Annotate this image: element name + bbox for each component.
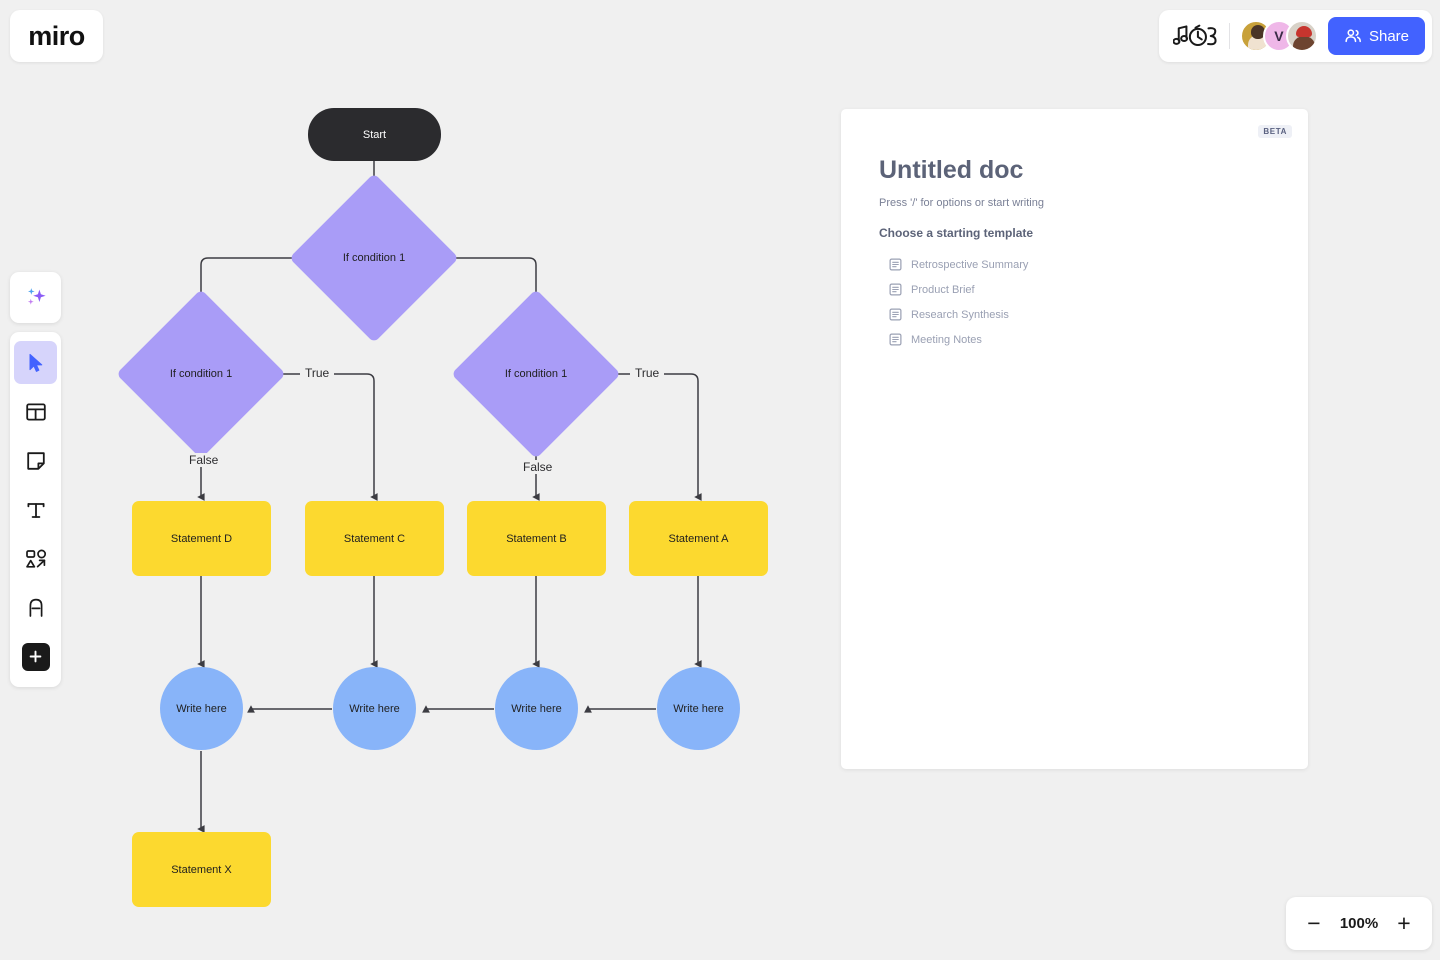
edge-label-right-true: True: [630, 366, 665, 380]
sparkle-icon: [27, 287, 46, 305]
node-circle-4-label: Write here: [673, 702, 724, 715]
node-start-label: Start: [362, 128, 387, 141]
edge-label-left-true: True: [300, 366, 335, 380]
node-circle-2[interactable]: Write here: [333, 667, 416, 750]
node-statement-a[interactable]: Statement A: [629, 501, 768, 576]
node-statement-b[interactable]: Statement B: [467, 501, 606, 576]
zoom-level-value: 100%: [1339, 915, 1379, 932]
pen-tool[interactable]: [14, 586, 57, 629]
template-label: Retrospective Summary: [911, 258, 1029, 271]
edge-label-right-false: False: [518, 460, 558, 474]
plus-icon: [29, 650, 42, 663]
zoom-control: − 100% +: [1286, 897, 1432, 950]
template-item-meeting-notes[interactable]: Meeting Notes: [879, 327, 1270, 352]
node-statement-b-label: Statement B: [506, 532, 567, 545]
node-decision-right-label: If condition 1: [504, 368, 568, 380]
template-item-research-synthesis[interactable]: Research Synthesis: [879, 302, 1270, 327]
template-item-retrospective-summary[interactable]: Retrospective Summary: [879, 252, 1270, 277]
zoom-in-button[interactable]: +: [1397, 910, 1411, 936]
node-circle-2-label: Write here: [349, 702, 400, 715]
beta-badge: BETA: [1258, 125, 1292, 138]
node-decision-left-label: If condition 1: [169, 368, 233, 380]
doc-title[interactable]: Untitled doc: [879, 156, 1024, 184]
node-decision-top[interactable]: If condition 1: [289, 173, 459, 343]
node-circle-3-label: Write here: [511, 702, 562, 715]
zoom-out-button[interactable]: −: [1307, 910, 1321, 936]
text-tool[interactable]: [14, 488, 57, 531]
templates-tool[interactable]: [14, 390, 57, 433]
doc-hint[interactable]: Press '/' for options or start writing: [879, 197, 1044, 209]
template-label: Research Synthesis: [911, 308, 1009, 321]
node-statement-c-label: Statement C: [343, 532, 406, 545]
node-statement-d-label: Statement D: [170, 532, 233, 545]
doc-panel: BETA Untitled doc Press '/' for options …: [841, 109, 1308, 769]
template-item-product-brief[interactable]: Product Brief: [879, 277, 1270, 302]
sticky-note-icon: [26, 451, 45, 470]
avatar[interactable]: [1285, 20, 1318, 52]
node-statement-a-label: Statement A: [668, 532, 729, 545]
node-decision-left[interactable]: If condition 1: [116, 289, 286, 459]
node-statement-x-label: Statement X: [171, 863, 232, 876]
pen-icon: [29, 598, 42, 617]
more-tools-button[interactable]: [14, 635, 57, 678]
miro-logo-text: miro: [28, 20, 85, 51]
avatar-group[interactable]: V: [1239, 20, 1318, 52]
topbar-divider: [1228, 23, 1230, 49]
node-decision-top-label: If condition 1: [342, 252, 406, 264]
share-button[interactable]: Share: [1327, 17, 1425, 55]
share-button-label: Share: [1368, 27, 1409, 45]
document-icon: [889, 308, 902, 321]
node-statement-d[interactable]: Statement D: [132, 501, 271, 576]
select-tool[interactable]: [14, 341, 57, 384]
node-circle-1-label: Write here: [176, 702, 227, 715]
document-icon: [889, 283, 902, 296]
people-icon: [1345, 29, 1361, 43]
node-statement-c[interactable]: Statement C: [305, 501, 444, 576]
doc-template-subtitle: Choose a starting template: [879, 226, 1034, 240]
template-label: Meeting Notes: [911, 333, 982, 346]
left-toolbar: [10, 332, 61, 687]
top-right-bar: V Share: [1158, 10, 1432, 62]
shapes-tool[interactable]: [14, 537, 57, 580]
node-start[interactable]: Start: [308, 108, 441, 161]
frame-icon: [25, 403, 46, 420]
plus-button[interactable]: [21, 642, 50, 671]
document-icon: [889, 258, 902, 271]
template-label: Product Brief: [911, 283, 975, 296]
sticky-note-tool[interactable]: [14, 439, 57, 482]
text-icon: [27, 502, 44, 518]
node-statement-x[interactable]: Statement X: [132, 832, 271, 907]
ai-sparkle-tool[interactable]: [10, 272, 61, 323]
template-list: Retrospective Summary Product Brief: [879, 252, 1270, 352]
document-icon: [889, 333, 902, 346]
edge-label-left-false: False: [184, 453, 224, 467]
shapes-icon: [25, 549, 46, 568]
node-circle-3[interactable]: Write here: [495, 667, 578, 750]
cursor-icon: [29, 353, 42, 372]
node-decision-right[interactable]: If condition 1: [451, 289, 621, 459]
node-circle-1[interactable]: Write here: [160, 667, 243, 750]
node-circle-4[interactable]: Write here: [657, 667, 740, 750]
music-notes-doodle-icon[interactable]: [1172, 23, 1219, 49]
miro-logo[interactable]: miro: [10, 10, 103, 62]
